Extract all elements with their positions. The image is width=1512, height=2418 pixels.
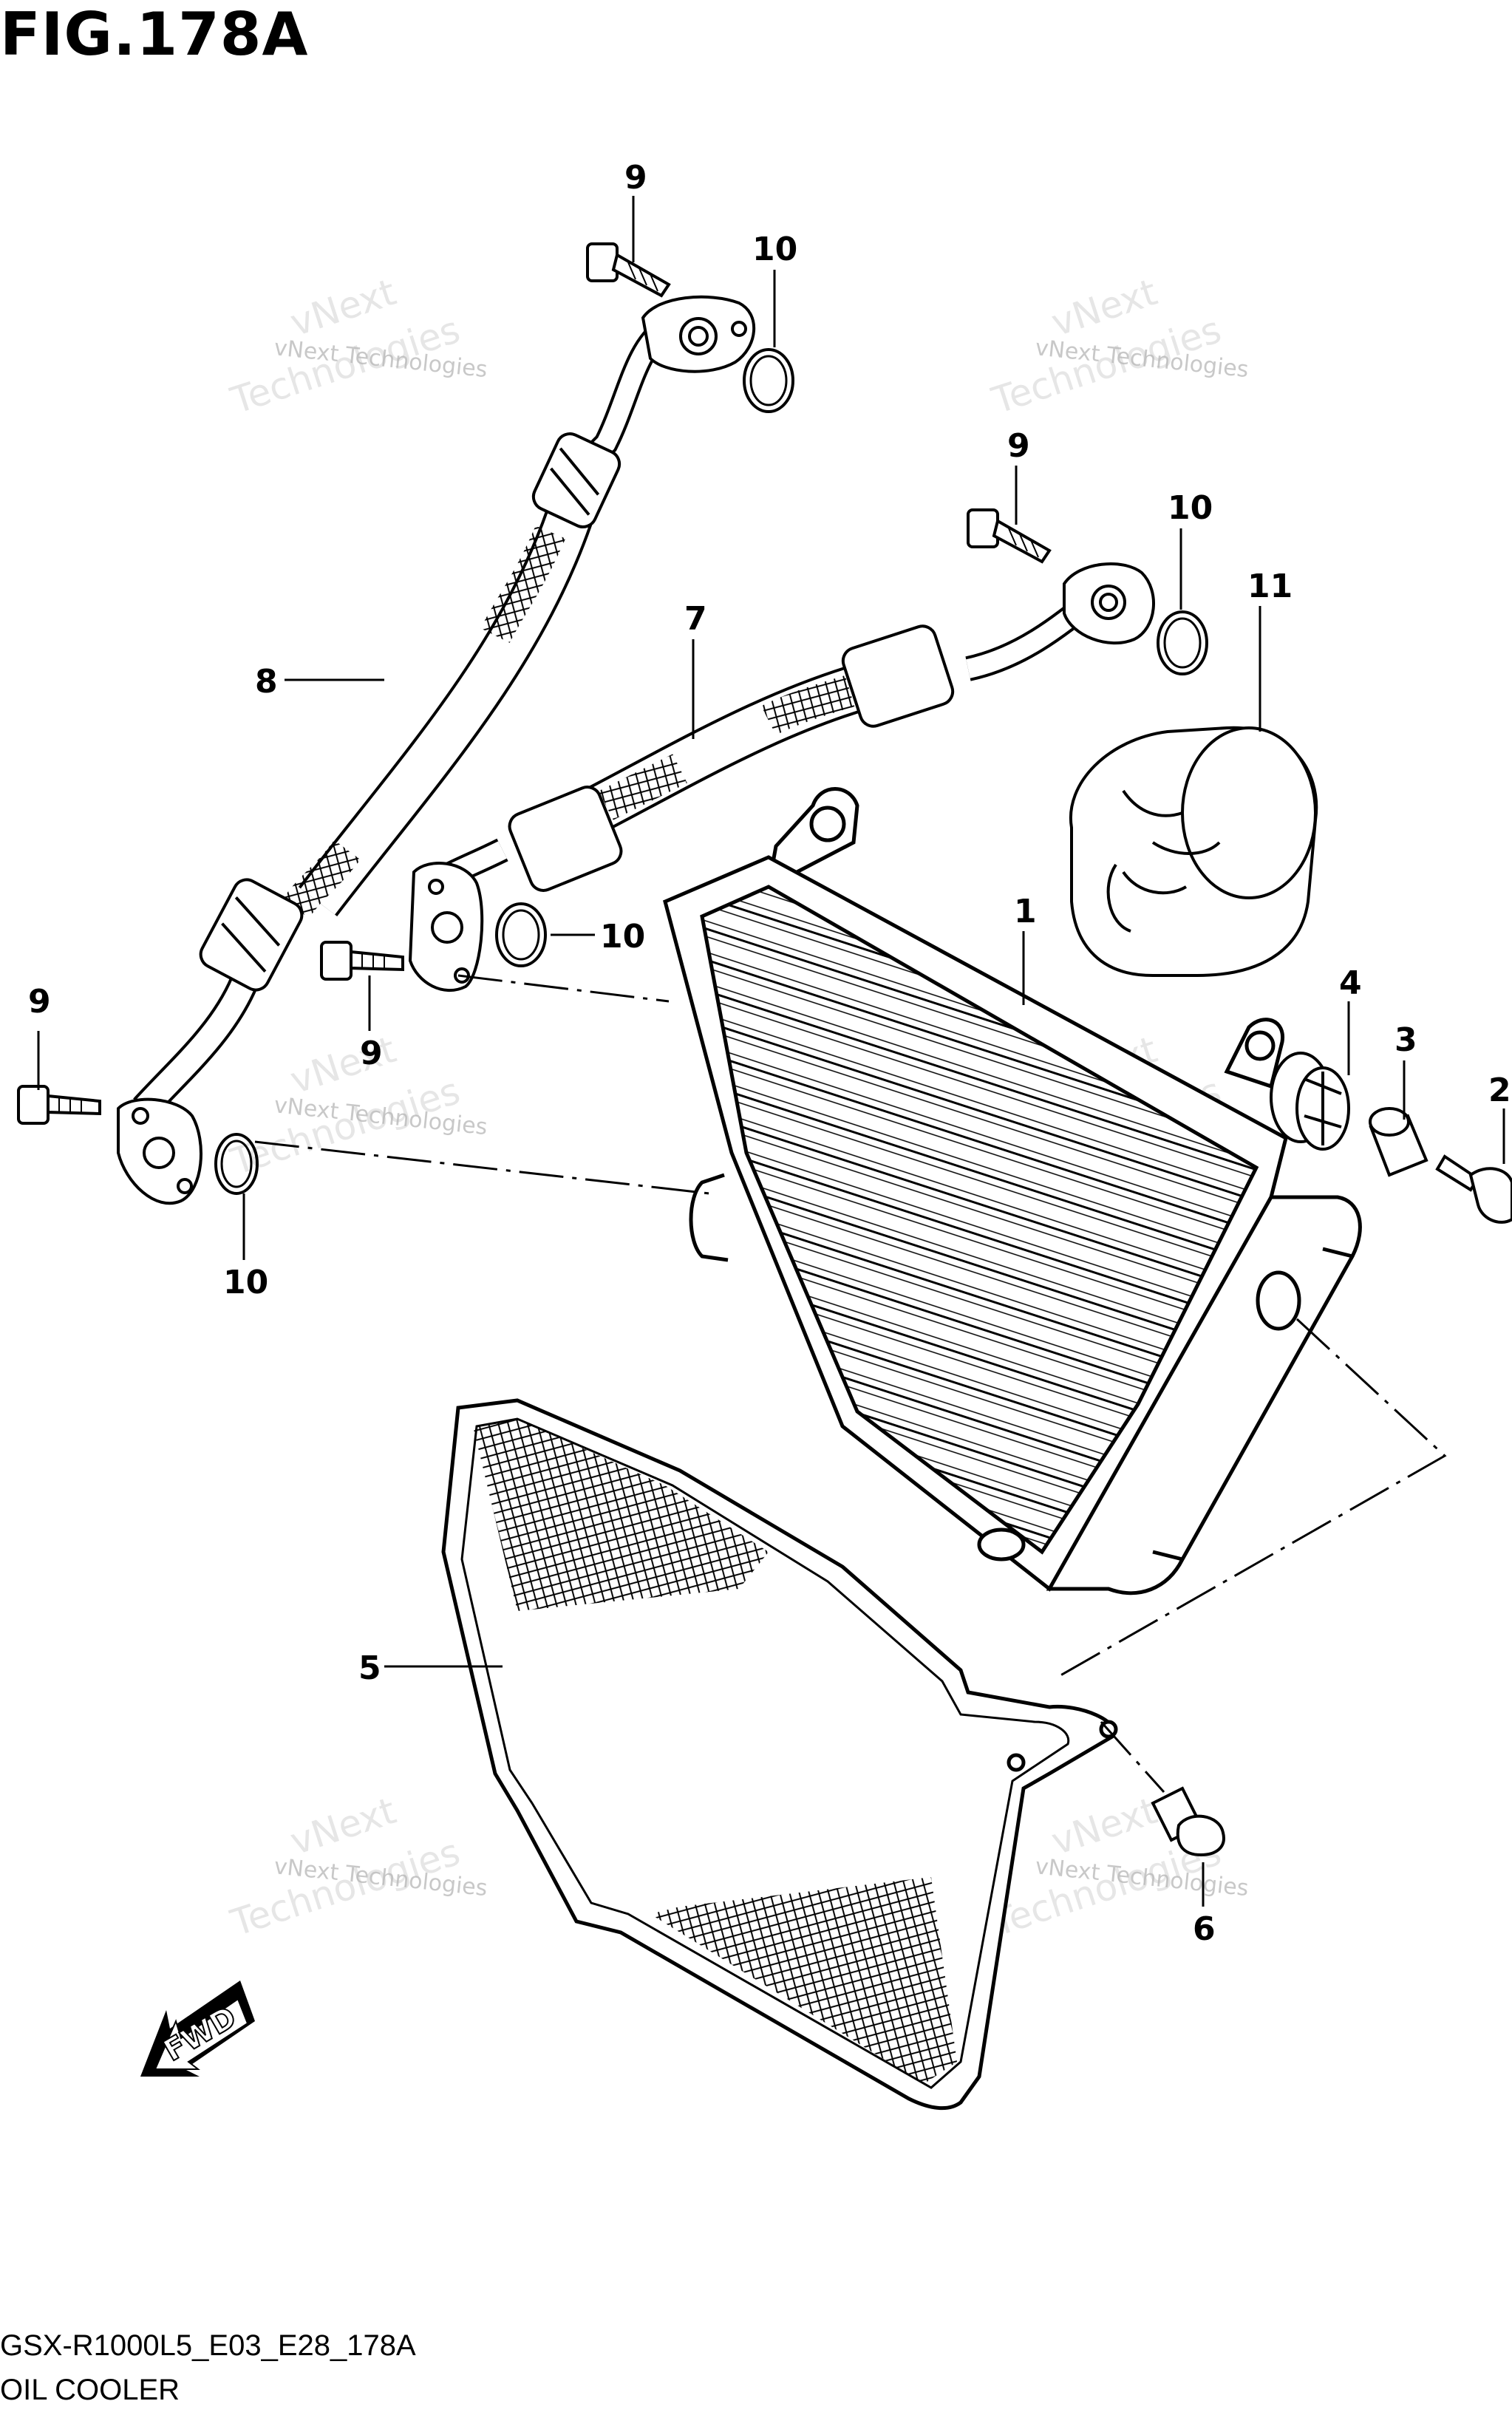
- callout-labels: 9 10 9 10 11 7 8 1 10 9 9 10 4 3 2 5 6: [28, 159, 1511, 1948]
- callout-1: 1: [1014, 893, 1037, 930]
- callout-9-top: 9: [624, 159, 647, 197]
- hose-8-lower-ferrule: [199, 878, 304, 992]
- callout-10-top: 10: [752, 231, 797, 268]
- part-4-grommet: [1270, 1052, 1350, 1151]
- callout-8: 8: [255, 663, 278, 701]
- part-3-collar: [1369, 1107, 1428, 1177]
- diagram-code: GSX-R1000L5_E03_E28_178A: [0, 2329, 416, 2362]
- part-2-bolt: [1435, 1154, 1512, 1224]
- leader-lines: [37, 196, 1505, 1907]
- hose-7-top-flange: [1063, 562, 1155, 645]
- relation-lines: [254, 974, 1447, 1794]
- part-10-o-ring-right-inner: [1163, 617, 1202, 669]
- watermark-group-mid-left: vNext vNext Technologies Technologies: [225, 1028, 488, 1184]
- callout-10-mid: 10: [600, 918, 645, 956]
- callout-5: 5: [358, 1649, 381, 1687]
- part-8-oil-hose: [117, 295, 756, 1205]
- fwd-arrow-icon: FWD: [140, 1981, 255, 2077]
- hose-8-top-flange: [641, 295, 756, 373]
- callout-9-mid: 9: [360, 1035, 383, 1072]
- part-10-o-ring-right: [1157, 610, 1208, 675]
- part-6-bolt: [1151, 1786, 1225, 1857]
- part-1-oil-cooler: [663, 787, 1362, 1595]
- part-7-oil-hose: [408, 562, 1155, 992]
- hose-8-upper-ferrule: [531, 432, 622, 528]
- watermark-group-top-right: vNext vNext Technologies Technologies: [987, 270, 1250, 423]
- part-10-o-ring-top-inner: [749, 355, 788, 406]
- part-9-bolt-top: [586, 242, 671, 298]
- callout-3: 3: [1394, 1021, 1417, 1059]
- callout-10-right: 10: [1168, 489, 1213, 527]
- part-10-o-ring-mid-inner: [502, 909, 540, 961]
- part-10-o-ring-left-inner: [220, 1140, 253, 1188]
- part-9-bolt-left: [17, 1085, 101, 1125]
- watermark-group-top-left: vNext vNext Technologies Technologies: [225, 270, 488, 423]
- hose-7-lower-ferrule: [508, 786, 623, 892]
- part-9-bolt-right: [967, 508, 1052, 564]
- callout-7: 7: [684, 600, 707, 638]
- part-10-o-ring-top: [743, 348, 794, 413]
- watermark-group-bottom-left: vNext vNext Technologies Technologies: [225, 1789, 488, 1945]
- part-5-oil-cooler-guard: [441, 1398, 1118, 2111]
- part-11-oil-filter: [1069, 726, 1318, 977]
- callout-6: 6: [1193, 1910, 1216, 1948]
- callout-9-right: 9: [1007, 427, 1030, 465]
- callout-11: 11: [1247, 568, 1293, 605]
- callout-9-left: 9: [28, 983, 51, 1021]
- callout-4: 4: [1339, 964, 1362, 1002]
- hose-8-bottom-flange: [117, 1097, 202, 1205]
- diagram-name: OIL COOLER: [0, 2374, 180, 2406]
- hose-7-bottom-flange: [408, 862, 484, 992]
- callout-10-left: 10: [223, 1264, 268, 1301]
- hose-7-upper-ferrule: [841, 624, 955, 728]
- figure-title: FIG.178A: [0, 0, 309, 69]
- part-10-o-ring-left: [214, 1133, 259, 1195]
- callout-2: 2: [1488, 1072, 1511, 1109]
- part-9-bolt-mid: [320, 941, 404, 981]
- part-10-o-ring-mid: [495, 902, 547, 967]
